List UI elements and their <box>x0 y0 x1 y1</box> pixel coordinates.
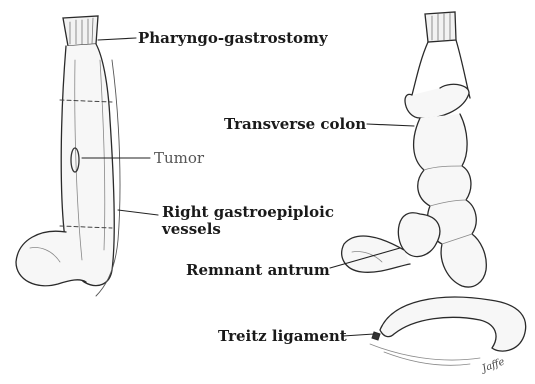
leader-transverse <box>367 124 414 126</box>
label-right-gastroepiploic-line2: vessels <box>162 221 221 238</box>
leader-pharyngo <box>98 38 136 40</box>
leader-treitz <box>343 334 374 336</box>
esophagus-stump-right <box>425 12 456 42</box>
colon-haustra <box>414 114 487 287</box>
colon-loop-upper <box>405 84 469 118</box>
label-tumor: Tumor <box>154 150 204 167</box>
label-remnant-antrum: Remnant antrum <box>186 262 330 279</box>
label-pharyngo-gastrostomy: Pharyngo-gastrostomy <box>138 30 328 47</box>
mesentery-lines <box>370 344 480 365</box>
label-right-gastroepiploic-line1: Right gastroepiploic <box>162 204 334 221</box>
colon-right <box>342 12 526 365</box>
leader-lines <box>82 38 414 336</box>
leader-right-ge <box>118 210 158 215</box>
label-transverse-colon: Transverse colon <box>224 116 366 133</box>
treitz-mark <box>372 332 380 340</box>
gastric-tube-left <box>16 16 120 296</box>
jejunum <box>380 297 526 351</box>
label-treitz-ligament: Treitz ligament <box>218 328 347 345</box>
